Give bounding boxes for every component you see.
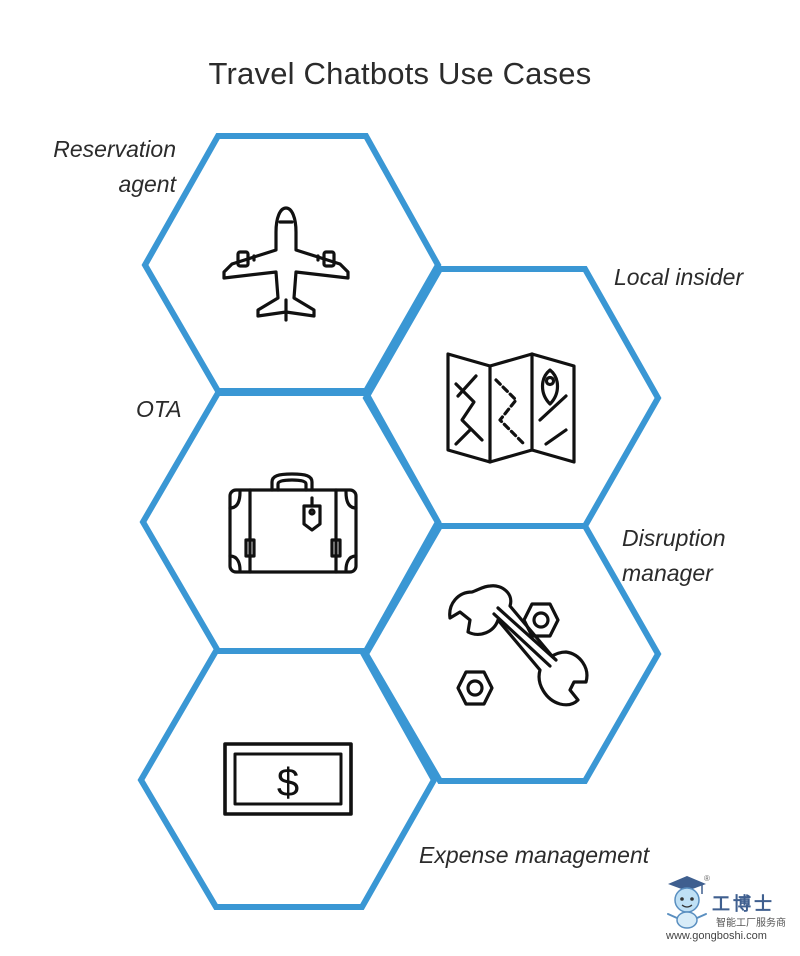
diagram-title: Travel Chatbots Use Cases <box>208 56 592 91</box>
hexagon-ota <box>139 390 442 654</box>
watermark-brand: 工博士 <box>712 894 775 915</box>
label-expense-management: Expense management <box>419 842 650 868</box>
label-disruption-manager-line-2: manager <box>622 560 713 586</box>
dollar-bill-icon: $ <box>223 742 353 816</box>
label-local-insider: Local insider <box>614 264 744 290</box>
label-ota: OTA <box>136 396 182 422</box>
map-icon <box>446 352 576 464</box>
label-disruption-manager: Disruption manager <box>622 521 792 591</box>
airplane-icon <box>222 206 350 322</box>
suitcase-icon <box>228 472 358 574</box>
watermark-tagline: 智能工厂服务商 <box>716 918 786 929</box>
watermark-registered: ® <box>704 874 710 883</box>
label-reservation-agent: Reservation agent <box>20 132 176 202</box>
hexagon-expense-management <box>137 648 438 910</box>
label-disruption-manager-line-1: Disruption <box>622 525 726 551</box>
wrench-nuts-icon <box>448 584 589 707</box>
label-reservation-agent-line-1: Reservation <box>53 136 176 162</box>
watermark-url: www.gongboshi.com <box>666 930 767 942</box>
watermark-logo: ® 工博士 智能工厂服务商 www.gongboshi.com <box>660 872 796 948</box>
svg-text:$: $ <box>277 761 299 805</box>
label-reservation-agent-line-2: agent <box>118 171 176 197</box>
mascot-icon <box>667 876 707 929</box>
hexagon-disruption-manager <box>362 523 662 784</box>
